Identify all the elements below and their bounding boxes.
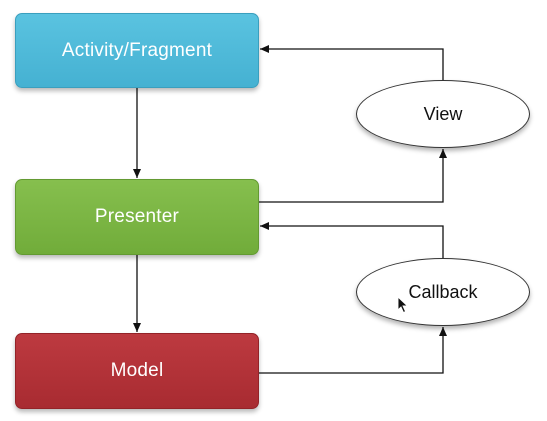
callback-label: Callback bbox=[408, 281, 478, 302]
presenter-label: Presenter bbox=[94, 206, 180, 227]
model-label: Model bbox=[110, 360, 164, 381]
activity-fragment-node: Activity/Fragment bbox=[15, 13, 259, 88]
view-ellipse: View bbox=[356, 80, 530, 148]
model-node: Model bbox=[15, 333, 259, 409]
arrow-presenter-to-view bbox=[259, 149, 447, 203]
arrow-model-to-callback bbox=[259, 327, 447, 374]
presenter-node: Presenter bbox=[15, 179, 259, 255]
view-label: View bbox=[423, 103, 463, 124]
arrow-view-to-activity bbox=[260, 45, 444, 80]
callback-ellipse: Callback bbox=[356, 258, 530, 326]
mouse-pointer-icon bbox=[397, 296, 409, 314]
activity-fragment-label: Activity/Fragment bbox=[61, 39, 213, 61]
arrow-callback-to-presenter bbox=[260, 222, 444, 258]
